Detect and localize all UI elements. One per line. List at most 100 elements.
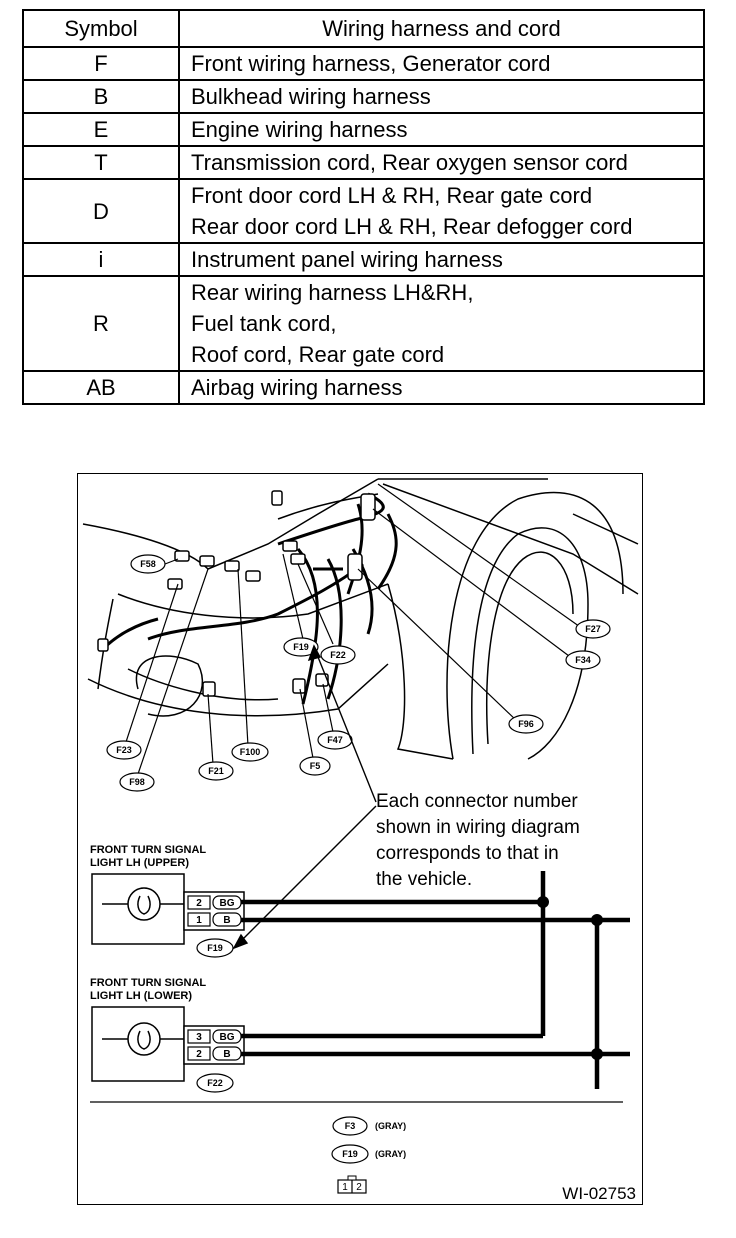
schematic-wires [241,871,630,1089]
connector-f47: F47 [317,730,353,750]
wiring-diagram-frame: F58 F19 F22 F27 F34 F96 F23 F98 F21 F100… [77,473,643,1205]
connector-body [245,570,261,582]
connector-body [167,578,183,590]
description-line: Engine wiring harness [191,117,408,142]
lower-wire-b-color: B [223,1049,230,1060]
upper-wire-a-color: BG [220,898,235,909]
connector-body [360,493,376,521]
symbol-cell: F [22,46,180,81]
connector-note: Each connector number shown in wiring di… [376,791,580,890]
upper-connector-tag [196,938,234,958]
legend-pin-2: 2 [356,1182,362,1193]
connector-f5-label: F5 [310,761,321,771]
connector-body [224,560,240,572]
description-line: Front door cord LH & RH, Rear gate cord [191,183,593,208]
legend-f3-tag [332,1116,368,1136]
connector-f100: F100 [231,742,269,762]
connector-f58-label: F58 [140,559,156,569]
table-row: T Transmission cord, Rear oxygen sensor c… [22,145,705,180]
description-cell: Rear wiring harness LH&RH,Fuel tank cord… [178,275,705,372]
description-line: Front wiring harness, Generator cord [191,51,551,76]
legend-f3-label: F3 [345,1121,356,1131]
connector-body [174,550,190,562]
connector-f22-vehicle: F22 [320,645,356,665]
symbol-cell: R [22,275,180,372]
connector-body [282,540,298,552]
junction-dot [591,914,603,926]
connector-body [202,681,216,697]
description-column-header: Wiring harness and cord [178,9,705,48]
lower-connector-label: F22 [207,1078,223,1088]
legend-pin-1: 1 [342,1182,348,1193]
note-line-4: the vehicle. [376,869,472,890]
description-cell: Engine wiring harness [178,112,705,147]
upper-pin-a: 2 [196,898,202,909]
connector-f96-label: F96 [518,719,534,729]
connector-body [271,490,283,506]
description-cell: Front wiring harness, Generator cord [178,46,705,81]
lower-pin-b-box [187,1046,211,1061]
symbol-cell: E [22,112,180,147]
connector-f47-label: F47 [327,735,343,745]
connector-f19-vehicle-label: F19 [293,642,309,652]
connector-f98-label: F98 [129,777,145,787]
symbol-cell: AB [22,370,180,405]
symbol-cell: B [22,79,180,114]
description-cell: Airbag wiring harness [178,370,705,405]
connector-f34-label: F34 [575,655,591,665]
connector-labels: F58 F19 F22 F27 F34 F96 F23 F98 F21 F100… [106,554,611,792]
table-header-row: Symbol Wiring harness and cord [22,9,705,48]
lower-pin-b: 2 [196,1049,202,1060]
upper-light-title-1: FRONT TURN SIGNAL [90,844,206,856]
upper-pin-a-box [187,895,211,910]
description-line: Instrument panel wiring harness [191,247,503,272]
description-cell: Transmission cord, Rear oxygen sensor co… [178,145,705,180]
connector-body [315,673,329,687]
connector-f34: F34 [565,650,601,670]
table-row: i Instrument panel wiring harness [22,242,705,277]
wire-junctions [537,896,603,1060]
junction-dot [537,896,549,908]
description-cell: Bulkhead wiring harness [178,79,705,114]
legend-f19-label: F19 [342,1149,358,1159]
connector-f22-vehicle-label: F22 [330,650,346,660]
symbol-cell: D [22,178,180,244]
harness-wires [101,492,398,705]
description-line: Fuel tank cord, [191,311,337,336]
upper-connector-label: F19 [207,943,223,953]
connector-f21: F21 [198,761,234,781]
upper-wire-b-color: B [223,915,230,926]
lower-light-title-1: FRONT TURN SIGNAL [90,977,206,989]
table-row: E Engine wiring harness [22,112,705,147]
lower-light-title-2: LIGHT LH (LOWER) [90,990,192,1002]
connector-f27-label: F27 [585,624,601,634]
lower-pin-a-box [187,1029,211,1044]
connector-f23: F23 [106,740,142,760]
connector-f58: F58 [130,554,166,574]
symbol-cell: T [22,145,180,180]
harness-symbol-table: Symbol Wiring harness and cord F Front wi… [22,9,705,405]
description-line: Transmission cord, Rear oxygen sensor co… [191,150,628,175]
connector-f98: F98 [119,772,155,792]
legend-f19-color: (GRAY) [375,1149,406,1159]
connector-f21-label: F21 [208,766,224,776]
connector-f27: F27 [575,619,611,639]
table-row: F Front wiring harness, Generator cord [22,46,705,81]
connector-f100-label: F100 [240,747,261,757]
symbol-cell: i [22,242,180,277]
connector-body [290,553,306,565]
figure-id: WI-02753 [562,1184,636,1203]
connector-body [292,678,306,694]
connector-f96: F96 [508,714,544,734]
lower-pin-a: 3 [196,1032,202,1043]
connector-f19-vehicle: F19 [283,637,319,657]
note-line-1: Each connector number [376,791,578,812]
lower-connector-tag [196,1073,234,1093]
legend-f19-tag [331,1144,369,1164]
wiring-diagram: F58 F19 F22 F27 F34 F96 F23 F98 F21 F100… [82,478,639,1203]
description-line: Rear door cord LH & RH, Rear defogger co… [191,214,633,239]
leader-lines [125,483,584,775]
